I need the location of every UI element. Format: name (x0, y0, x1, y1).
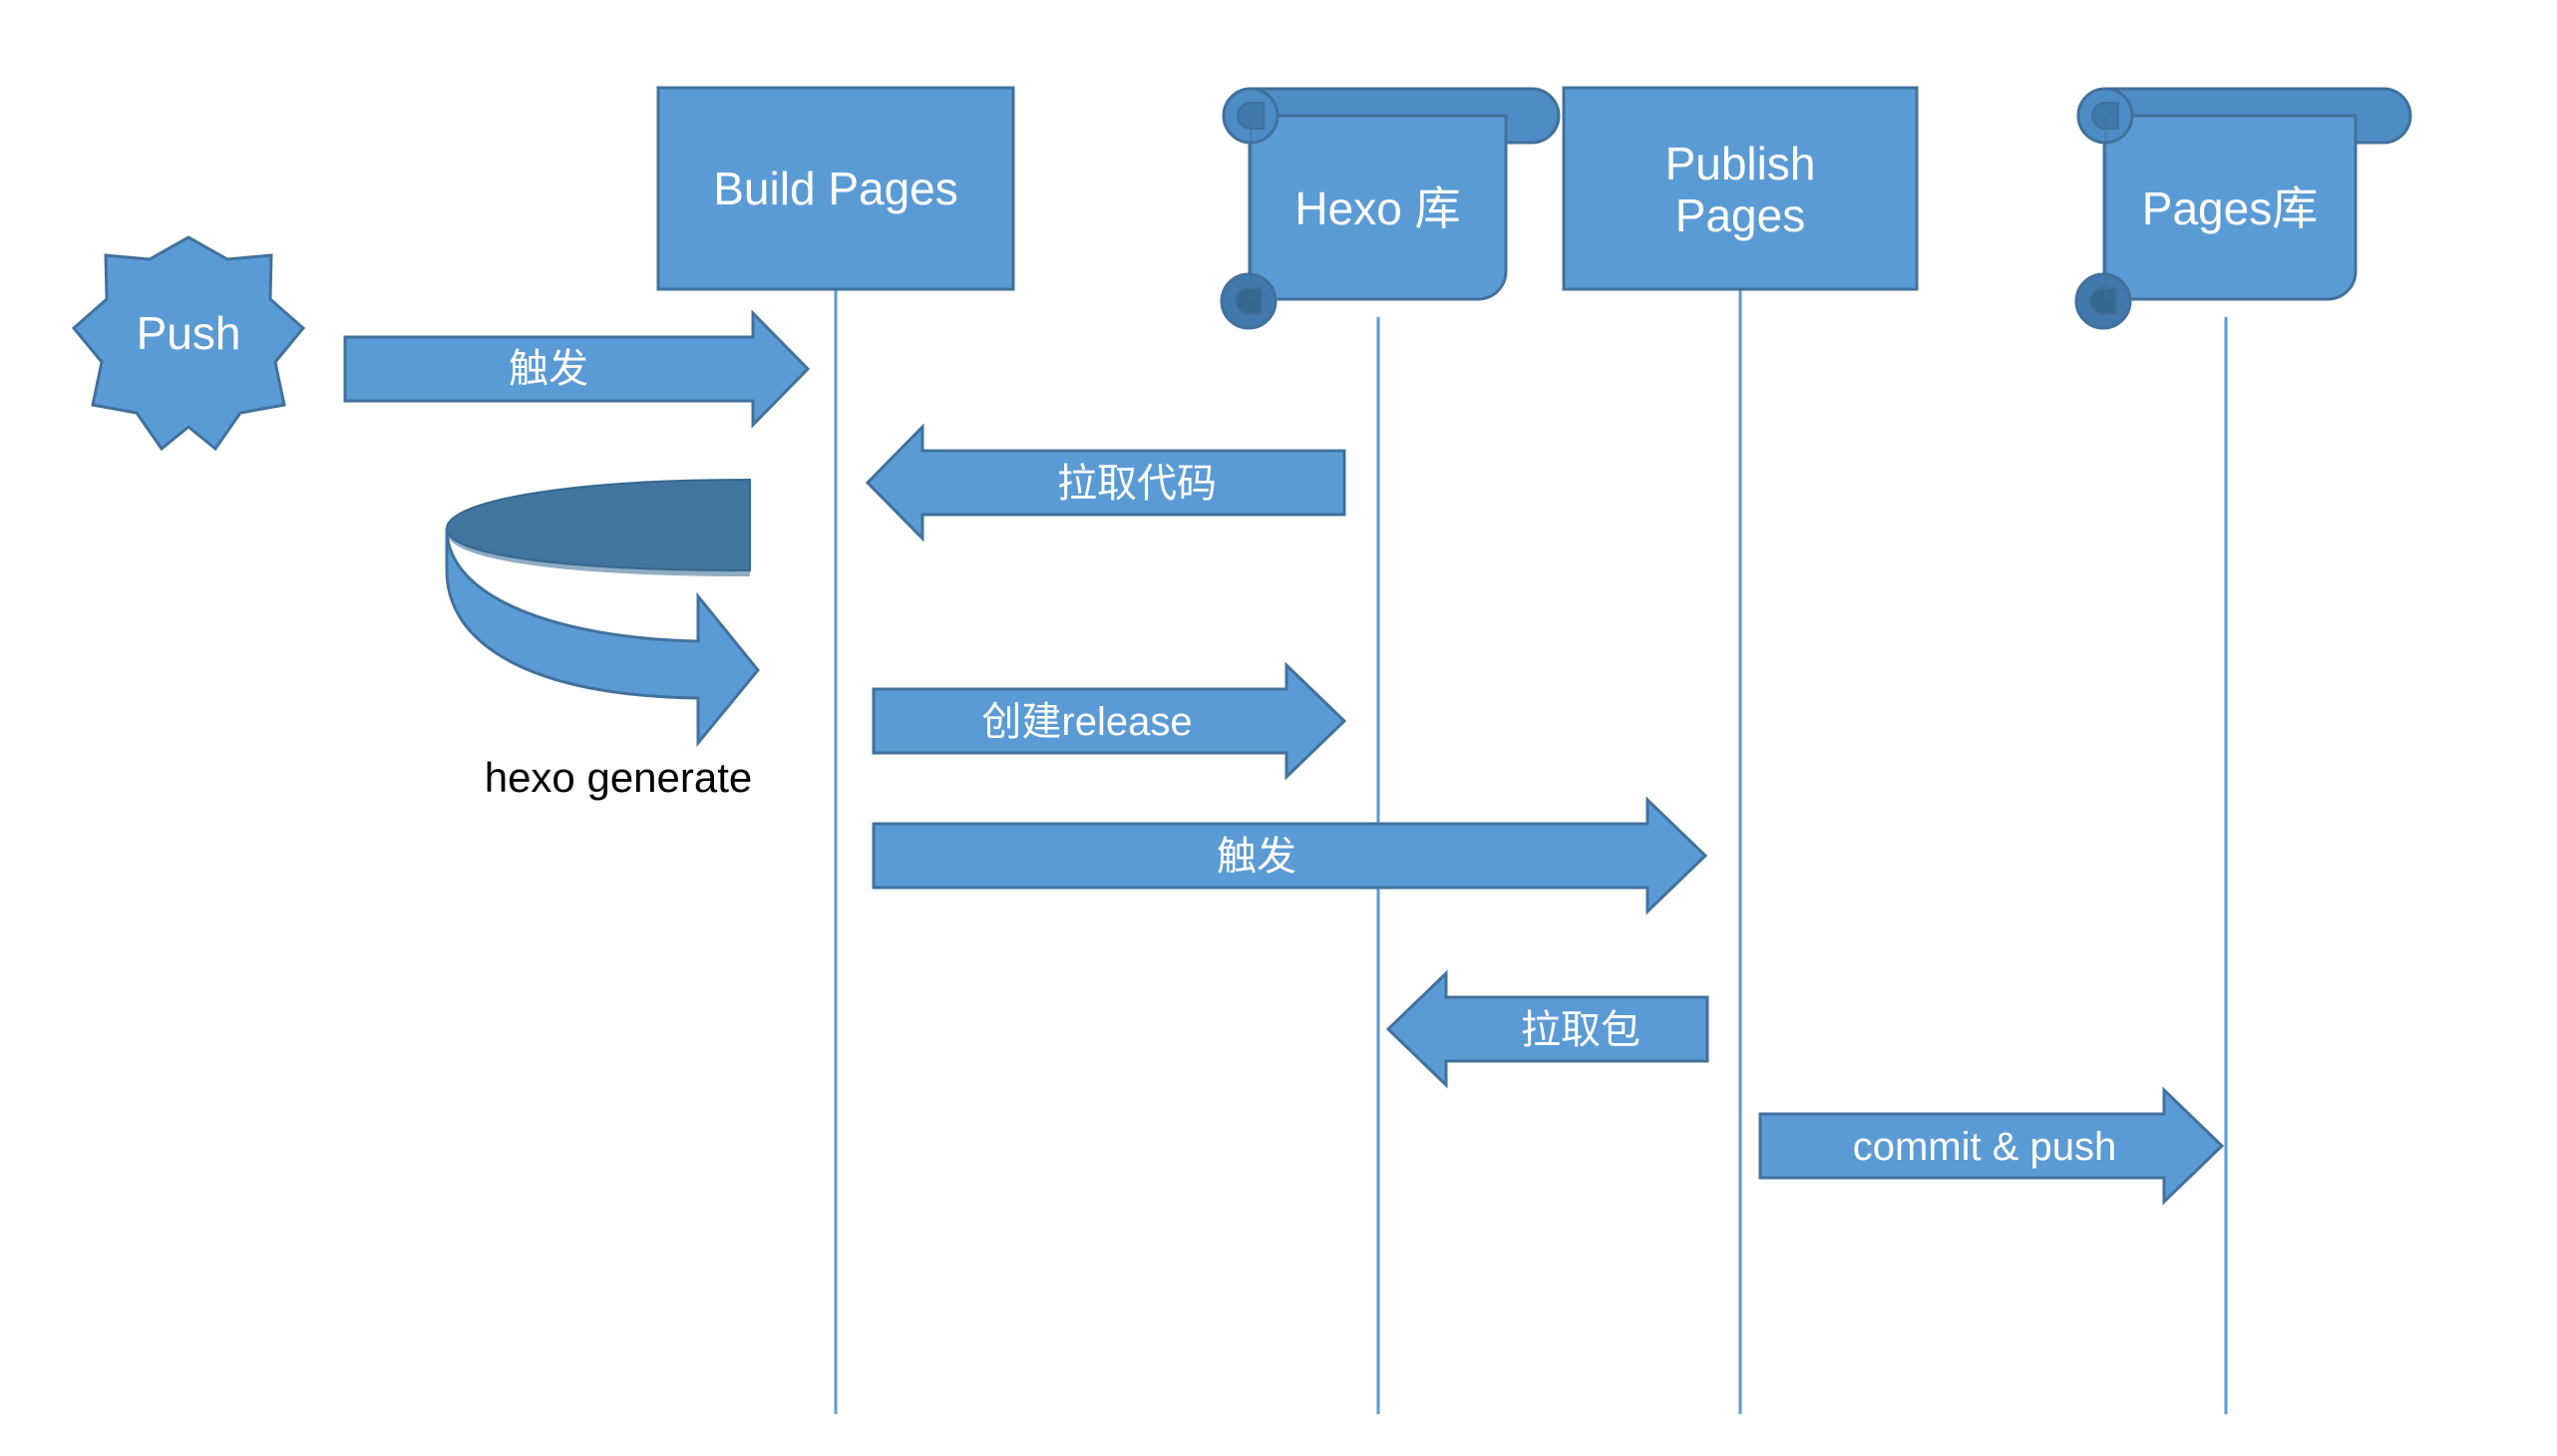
hexo-scroll-seam (1250, 116, 1253, 299)
self-loop-hexo-generate[interactable] (445, 478, 760, 748)
arrow-shape (872, 796, 1708, 915)
pages-scroll-bottom-curl-inner (2089, 287, 2117, 315)
message-arrow-pull-code[interactable] (865, 423, 1346, 543)
arrow-shape (343, 309, 811, 429)
hexo-scroll-bottom-curl-inner (1235, 287, 1263, 315)
message-arrow-trigger-build[interactable] (343, 309, 811, 429)
actor-pages-repo[interactable] (2074, 87, 2412, 330)
hexo-scroll-top-curl-inner (1237, 102, 1265, 130)
pages-scroll-top-curl-inner (2091, 102, 2119, 130)
star-shape (71, 235, 306, 452)
actor-build-pages[interactable] (656, 86, 1015, 291)
message-arrow-pull-package[interactable] (1385, 969, 1709, 1089)
arrow-shape (1758, 1086, 2225, 1206)
arrow-shape (872, 661, 1347, 781)
lifelines-group (834, 289, 2228, 1414)
build-pages-box (656, 86, 1015, 291)
pages-scroll-seam (2104, 116, 2107, 299)
actor-push[interactable] (71, 235, 306, 452)
loop-edge-shading (447, 529, 750, 576)
arrow-shape (1385, 969, 1709, 1089)
loop-lower-ribbon (445, 528, 760, 748)
pages-scroll-body (2102, 114, 2358, 301)
message-arrow-commit-push[interactable] (1758, 1086, 2225, 1206)
message-arrow-trigger-publish[interactable] (872, 796, 1708, 915)
arrow-shape (865, 423, 1346, 543)
hexo-scroll-body (1248, 114, 1508, 301)
publish-pages-box (1562, 86, 1919, 291)
actor-publish-pages[interactable] (1562, 86, 1919, 291)
actor-hexo-repo[interactable] (1220, 87, 1561, 330)
message-arrow-create-release[interactable] (872, 661, 1347, 781)
